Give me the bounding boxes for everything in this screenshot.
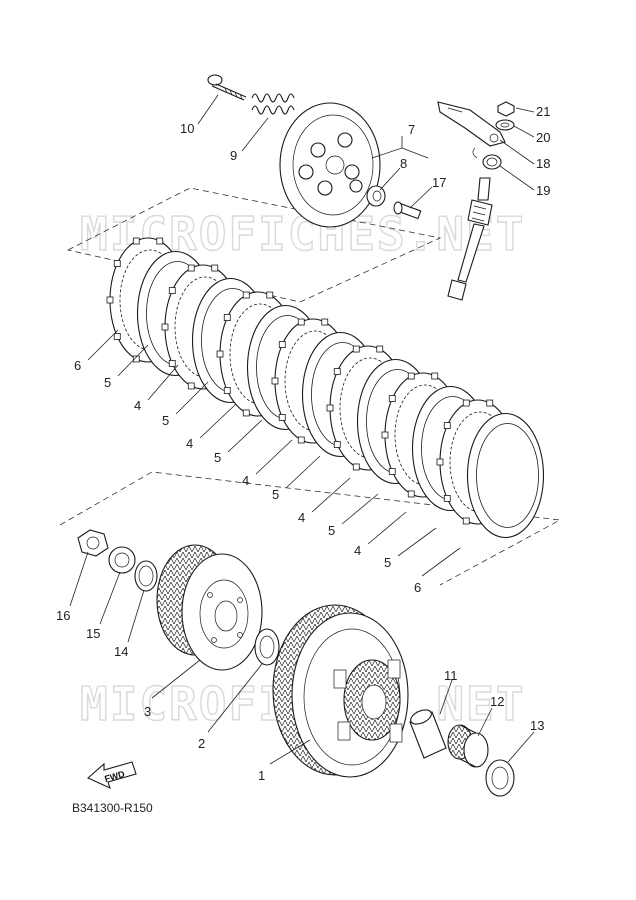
callout-4-1: 4 <box>134 398 141 413</box>
callout-5-5: 5 <box>328 523 335 538</box>
callout-5-4: 5 <box>272 487 279 502</box>
washer-part-2 <box>254 628 280 666</box>
callout-2: 2 <box>198 736 205 751</box>
callout-20: 20 <box>536 130 550 145</box>
callout-12: 12 <box>490 694 504 709</box>
callout-labels: 10 9 7 8 17 21 20 18 19 6 5 4 5 4 5 4 5 … <box>56 104 550 783</box>
spring-part-19 <box>472 147 502 170</box>
needle-bearing-part-12 <box>447 724 489 768</box>
callout-5-3: 5 <box>214 450 221 465</box>
callout-6-top: 6 <box>74 358 81 373</box>
callout-15: 15 <box>86 626 100 641</box>
callout-4-4: 4 <box>298 510 305 525</box>
callout-13: 13 <box>530 718 544 733</box>
callout-16: 16 <box>56 608 70 623</box>
plate-stack-group-outline <box>59 471 562 586</box>
callout-8: 8 <box>400 156 407 171</box>
nut-part-21 <box>497 101 515 117</box>
callout-21: 21 <box>536 104 550 119</box>
washer-part-20 <box>495 119 515 131</box>
washer-part-14 <box>134 560 158 592</box>
nut-part-16 <box>77 529 109 557</box>
clutch-shaft <box>447 177 493 301</box>
diagram-reference-code: B341300-R150 <box>72 801 153 815</box>
pressure-plate-part-7 <box>279 102 381 228</box>
callout-1: 1 <box>258 768 265 783</box>
clutch-housing-part-1 <box>272 604 409 778</box>
bearing-part-8 <box>366 185 386 207</box>
spring-part-9 <box>251 93 295 115</box>
push-rod-part-17 <box>393 201 422 220</box>
clutch-boss-part-3 <box>156 544 263 671</box>
bolt-part-10 <box>207 74 247 101</box>
callout-10: 10 <box>180 121 194 136</box>
callout-4-2: 4 <box>186 436 193 451</box>
callout-18: 18 <box>536 156 550 171</box>
callout-5-2: 5 <box>162 413 169 428</box>
callout-11: 11 <box>444 668 458 683</box>
callout-4-3: 4 <box>242 473 249 488</box>
callout-3: 3 <box>144 704 151 719</box>
callout-5-6: 5 <box>384 555 391 570</box>
plate-stack <box>106 237 545 539</box>
callout-7: 7 <box>408 122 415 137</box>
washer-part-13 <box>485 759 515 797</box>
forward-direction-marker: FWD <box>86 761 137 790</box>
callout-19: 19 <box>536 183 550 198</box>
callout-4-5: 4 <box>354 543 361 558</box>
callout-17: 17 <box>432 175 446 190</box>
callout-6-bottom: 6 <box>414 580 421 595</box>
lever-part-18 <box>437 101 506 147</box>
callout-14: 14 <box>114 644 128 659</box>
spacer-part-11 <box>409 709 447 759</box>
callout-5-1: 5 <box>104 375 111 390</box>
clutch-plate <box>466 412 545 539</box>
callout-leaders <box>69 94 535 765</box>
callout-9: 9 <box>230 148 237 163</box>
washer-part-15 <box>108 546 136 574</box>
